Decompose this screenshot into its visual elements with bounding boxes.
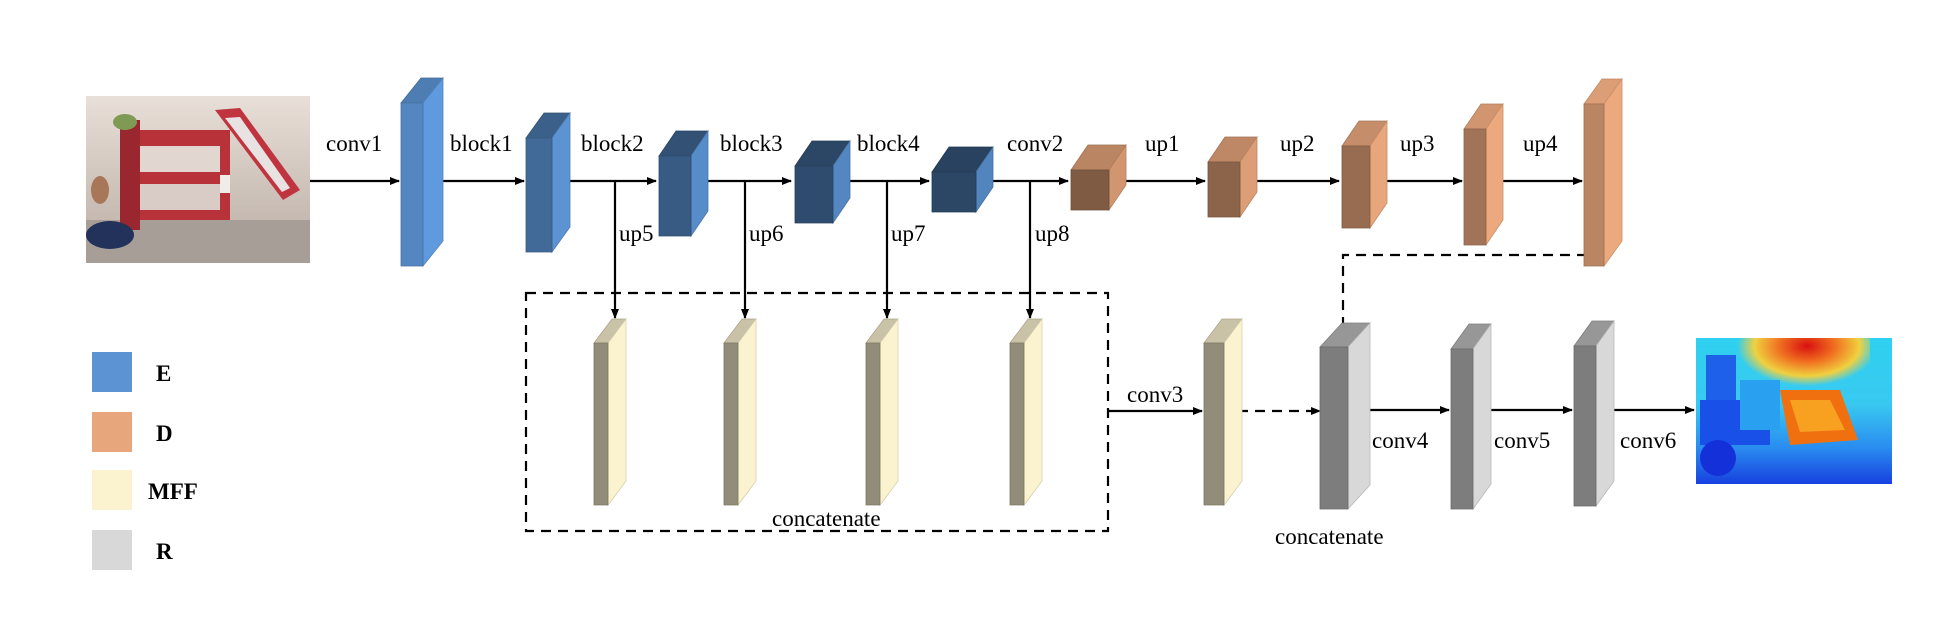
encoder-block-conv2 <box>931 145 994 214</box>
label-up2: up2 <box>1280 131 1315 156</box>
legend-swatch-r <box>92 530 132 570</box>
encoder-block-conv2-front <box>931 171 977 213</box>
label-conv1: conv1 <box>326 131 382 156</box>
label-up4: up4 <box>1523 131 1558 156</box>
mff-block-up8-front <box>1009 342 1025 506</box>
legend-label-mff: MFF <box>148 479 198 504</box>
mff-block-conv3-front <box>1203 342 1225 506</box>
legend-item-r: R <box>92 530 173 570</box>
mff-block-up5-side <box>607 317 627 507</box>
encoder-block-block1-side <box>551 111 571 254</box>
input-image <box>86 96 310 263</box>
mff-block-up8-side <box>1023 317 1043 507</box>
mff-branch-arrows <box>611 181 1034 319</box>
mff-block-conv3-side <box>1223 317 1243 507</box>
label-conv2: conv2 <box>1007 131 1063 156</box>
decoder-block-up4-side <box>1485 102 1504 247</box>
legend-item-mff: MFF <box>92 470 198 510</box>
label-conv5: conv5 <box>1494 428 1550 453</box>
decoder-block-final <box>1583 77 1623 268</box>
mff-block-up6-side <box>737 317 757 507</box>
decoder-block-up3 <box>1341 119 1388 230</box>
decoder-block-final-front <box>1583 103 1605 267</box>
mff-block-up7-front <box>865 342 881 506</box>
legend-item-d: D <box>92 412 173 452</box>
network-blocks <box>400 76 1623 511</box>
legend-item-e: E <box>92 352 171 392</box>
label-conv3: conv3 <box>1127 382 1183 407</box>
encoder-block-conv1 <box>400 76 444 268</box>
mff-block-up7-side <box>879 317 899 507</box>
encoder-block-block1 <box>525 111 571 254</box>
decoder-block-final-side <box>1603 77 1623 268</box>
label-conv4: conv4 <box>1372 428 1429 453</box>
encoder-block-block2 <box>658 129 709 238</box>
legend-label-r: R <box>156 539 173 564</box>
mff-block-up7 <box>865 317 899 507</box>
refine-block-conv5 <box>1573 319 1615 508</box>
refine-block-concat <box>1319 321 1371 511</box>
decoder-block-up3-front <box>1341 145 1371 229</box>
mff-block-up6-front <box>723 342 739 506</box>
mff-block-up6 <box>723 317 757 507</box>
refine-block-concat-front <box>1319 346 1349 510</box>
encoder-block-block3-front <box>794 165 834 224</box>
decoder-block-up4-front <box>1463 128 1487 246</box>
encoder-block-block1-front <box>525 137 553 253</box>
mff-block-conv3 <box>1203 317 1243 507</box>
label-conv6: conv6 <box>1620 428 1676 453</box>
legend-swatch-mff <box>92 470 132 510</box>
decoder-block-up2 <box>1207 135 1258 219</box>
label-block1: block1 <box>450 131 513 156</box>
legend-swatch-d <box>92 412 132 452</box>
layer-labels: conv1 block1 block2 block3 block4 conv2 … <box>326 131 1676 549</box>
encoder-block-conv1-front <box>400 102 424 267</box>
refine-block-conv5-side <box>1595 319 1615 508</box>
label-up6: up6 <box>749 221 784 246</box>
refine-block-conv4 <box>1450 322 1492 511</box>
legend-label-d: D <box>156 421 173 446</box>
label-up5: up5 <box>619 221 654 246</box>
decoder-block-up4 <box>1463 102 1504 247</box>
refine-block-concat-side <box>1347 321 1371 511</box>
mff-block-up5-front <box>593 342 609 506</box>
label-up8: up8 <box>1035 221 1070 246</box>
refine-block-conv4-front <box>1450 348 1474 510</box>
legend: E D MFF R <box>92 352 198 570</box>
encoder-block-block2-front <box>658 155 692 237</box>
label-concatenate-refine: concatenate <box>1275 524 1384 549</box>
encoder-block-conv1-side <box>422 76 444 268</box>
refine-block-conv5-front <box>1573 345 1597 507</box>
refine-block-conv4-side <box>1472 322 1492 511</box>
decoder-block-up1-front <box>1070 169 1110 211</box>
legend-label-e: E <box>156 361 171 386</box>
label-block2: block2 <box>581 131 644 156</box>
label-up1: up1 <box>1145 131 1180 156</box>
encoder-block-block3 <box>794 139 851 225</box>
output-depth-image <box>1696 338 1892 484</box>
label-up7: up7 <box>891 221 926 246</box>
label-block3: block3 <box>720 131 783 156</box>
decoder-block-up1 <box>1070 143 1127 212</box>
mff-block-up5 <box>593 317 627 507</box>
legend-swatch-e <box>92 352 132 392</box>
label-up3: up3 <box>1400 131 1435 156</box>
decoder-block-up2-front <box>1207 161 1241 218</box>
label-block4: block4 <box>857 131 920 156</box>
mff-block-up8 <box>1009 317 1043 507</box>
label-concatenate-mff: concatenate <box>772 506 881 531</box>
